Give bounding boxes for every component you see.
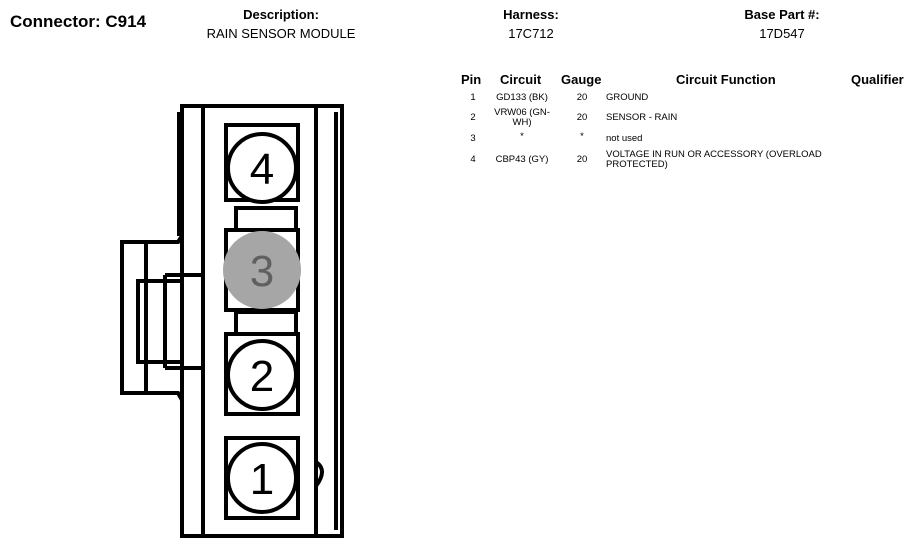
row-circuit: GD133 (BK) (496, 92, 548, 103)
pin-cavity-3 (223, 231, 301, 309)
row-gauge: * (580, 131, 584, 142)
connector-latch (120, 234, 184, 401)
column-header-pin: Pin (461, 72, 482, 87)
pin-label-1: 1 (250, 455, 274, 504)
column-header-function: Circuit Function (676, 72, 776, 87)
row-pin: 4 (470, 154, 476, 165)
row-circuit: VRW06 (GN-WH) (494, 107, 550, 128)
row-pin: 3 (470, 133, 476, 144)
row-circuit: * (520, 131, 524, 142)
row-function: GROUND (606, 92, 649, 103)
row-gauge: 20 (576, 154, 588, 165)
row-function: SENSOR - RAIN (606, 112, 678, 123)
harness-value: 17C712 (508, 26, 554, 41)
pin-label-2: 2 (250, 352, 274, 401)
connector-title: Connector: C914 (10, 12, 147, 31)
row-function: not used (606, 133, 643, 144)
row-function: VOLTAGE IN RUN OR ACCESSORY (OVERLOAD PR… (606, 149, 822, 170)
row-gauge: 20 (576, 112, 588, 123)
keying-notch (314, 460, 324, 488)
harness-label: Harness: (503, 7, 559, 22)
column-header-qualifier: Qualifier (851, 72, 904, 87)
pin-cavity-1 (226, 442, 298, 514)
description-label: Description: (243, 7, 319, 22)
pin-cavity-2 (226, 339, 298, 411)
pin-label-3: 3 (250, 247, 274, 296)
pin-label-4: 4 (250, 145, 274, 194)
row-circuit: CBP43 (GY) (495, 154, 549, 165)
description-value: RAIN SENSOR MODULE (206, 26, 356, 41)
column-header-gauge: Gauge (561, 72, 602, 87)
row-pin: 2 (470, 112, 476, 123)
column-header-circuit: Circuit (500, 72, 542, 87)
base-part-label: Base Part #: (744, 7, 820, 22)
base-part-value: 17D547 (759, 26, 805, 41)
pin-cavity-4 (226, 132, 298, 204)
row-pin: 1 (470, 92, 476, 103)
row-gauge: 20 (576, 92, 588, 103)
